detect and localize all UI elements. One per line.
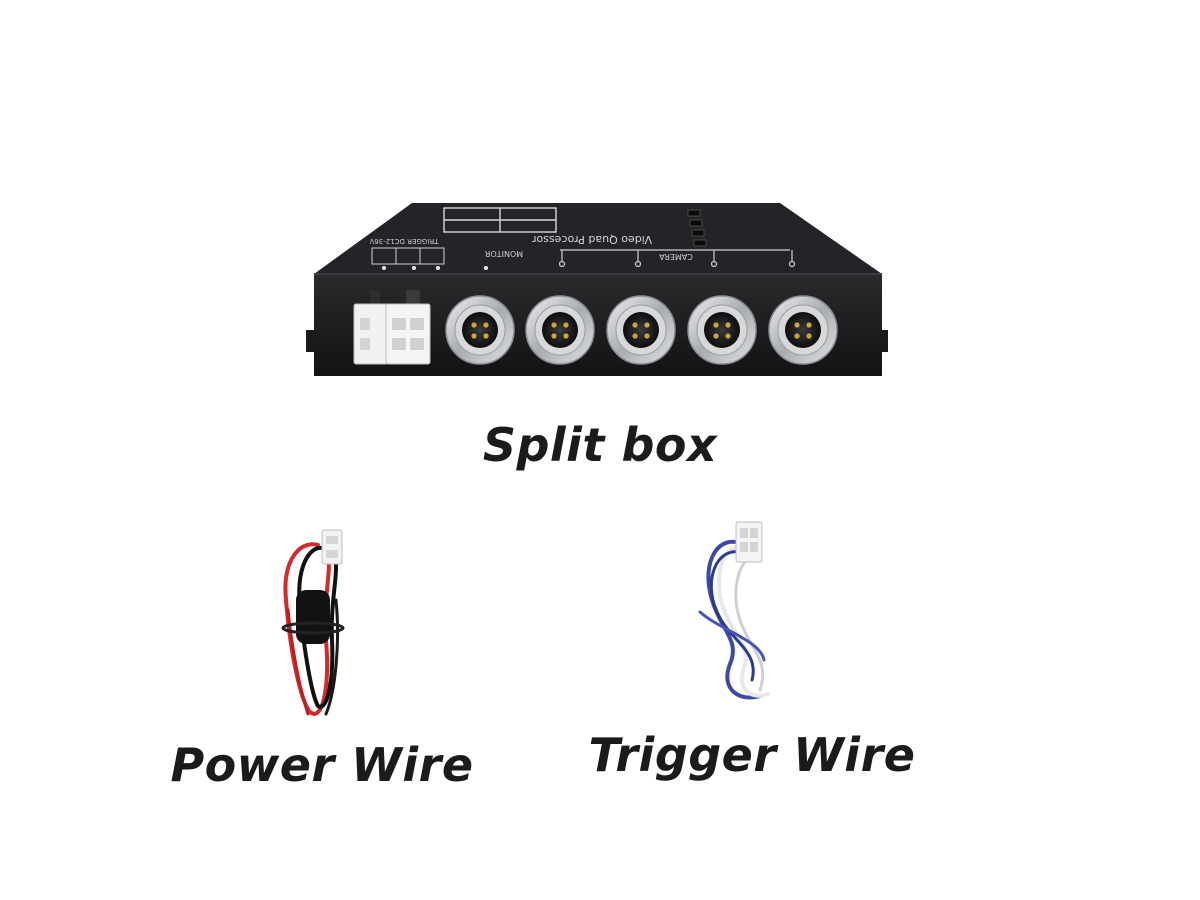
split-box-caption: Split box <box>482 418 718 472</box>
box-top-face <box>314 203 882 274</box>
top-label-monitor: MONITOR <box>484 249 523 258</box>
top-label-processor: Video Quad Processor <box>531 233 652 246</box>
led-indicators <box>687 209 707 247</box>
trigger-wire-caption: Trigger Wire <box>588 728 916 782</box>
aviation-connector <box>687 295 757 365</box>
aviation-connector <box>525 295 595 365</box>
power-wire-plug <box>321 529 343 565</box>
split-box: Video Quad Processor CAMERA MONITOR TRIG… <box>306 203 888 376</box>
trigger-wire <box>698 539 770 700</box>
aviation-connector <box>768 295 838 365</box>
aviation-connector <box>606 295 676 365</box>
top-dots <box>382 266 488 270</box>
trigger-pin-diagram <box>371 247 445 265</box>
aviation-connector <box>445 295 515 365</box>
box-left-flange <box>306 330 314 352</box>
top-label-camera: CAMERA <box>659 252 693 261</box>
camera-bus-line <box>558 249 796 268</box>
quad-layout-diagram <box>443 207 557 233</box>
power-wire-fuse-holder <box>281 590 345 644</box>
power-trigger-sockets <box>353 290 431 365</box>
top-label-trigger: TRIGGER DC12-36V <box>369 237 439 245</box>
trigger-wire-plug <box>735 521 763 563</box>
power-wire-caption: Power Wire <box>170 738 474 792</box>
